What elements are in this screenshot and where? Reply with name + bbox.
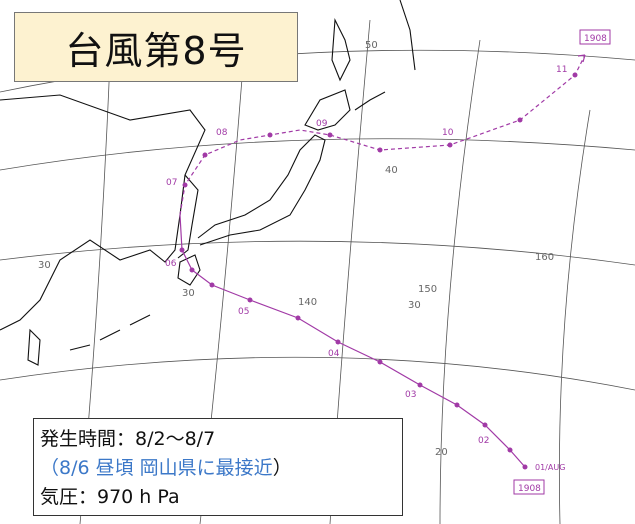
coast-ryukyu	[69, 314, 151, 351]
grid-label-lat30-left: 30	[38, 260, 51, 271]
approach-close-paren: ）	[272, 457, 292, 479]
occurrence-period: 発生時間：8/2〜8/7	[40, 428, 216, 450]
coast-japan-honshu	[197, 134, 326, 246]
typhoon-id-bottom: 1908	[518, 484, 541, 494]
typhoon-id-box-bottom	[513, 479, 545, 495]
typhoon-id-box-top	[579, 29, 611, 45]
pressure: 気圧：970 h Pa	[40, 486, 180, 508]
typhoon-track	[179, 54, 586, 468]
day-07: 07	[166, 178, 177, 188]
grid-label-lon160: 160	[535, 252, 554, 263]
coast-asia-mainland	[0, 94, 206, 331]
coast-japan-kyushu	[177, 254, 201, 286]
day-04: 04	[328, 349, 340, 359]
approach-text: 8/6 昼頃 岡山県に最接近	[59, 457, 273, 479]
grid-label-lon150: 150	[418, 284, 437, 295]
coast-japan-hokkaido	[304, 89, 351, 131]
grid-label-lon140: 140	[298, 297, 317, 308]
coast-sakhalin	[331, 17, 351, 82]
grid-label-lat50: 50	[365, 40, 378, 51]
grid-label-lat30-right: 30	[408, 300, 421, 311]
day-03: 03	[405, 390, 416, 400]
grid-label-lat40: 40	[385, 165, 398, 176]
start-label: 01/AUG	[535, 463, 565, 472]
day-08: 08	[216, 128, 228, 138]
day-10: 10	[442, 128, 454, 138]
grid-label-lon130: 30	[182, 288, 195, 299]
approach-open-paren: （	[40, 457, 60, 479]
day-02: 02	[478, 436, 489, 446]
day-06: 06	[165, 259, 177, 269]
map-title: 台風第8号	[14, 12, 298, 82]
day-09: 09	[316, 119, 328, 129]
typhoon-id-top: 1908	[584, 34, 607, 44]
coast-korea	[177, 174, 199, 259]
day-05: 05	[238, 307, 249, 317]
coast-kamchatka	[399, 0, 416, 71]
day-11: 11	[556, 65, 567, 75]
grid-label-lat20: 20	[435, 447, 448, 458]
closest-approach: （8/6 昼頃 岡山県に最接近）	[40, 454, 398, 483]
info-box: 発生時間：8/2〜8/7 （8/6 昼頃 岡山県に最接近） 気圧：970 h P…	[33, 418, 403, 516]
track-points	[179, 72, 578, 470]
track-arrow-icon	[577, 54, 586, 63]
coast-taiwan	[27, 328, 41, 366]
coast-kuril	[354, 91, 386, 111]
coastlines	[0, 0, 416, 366]
